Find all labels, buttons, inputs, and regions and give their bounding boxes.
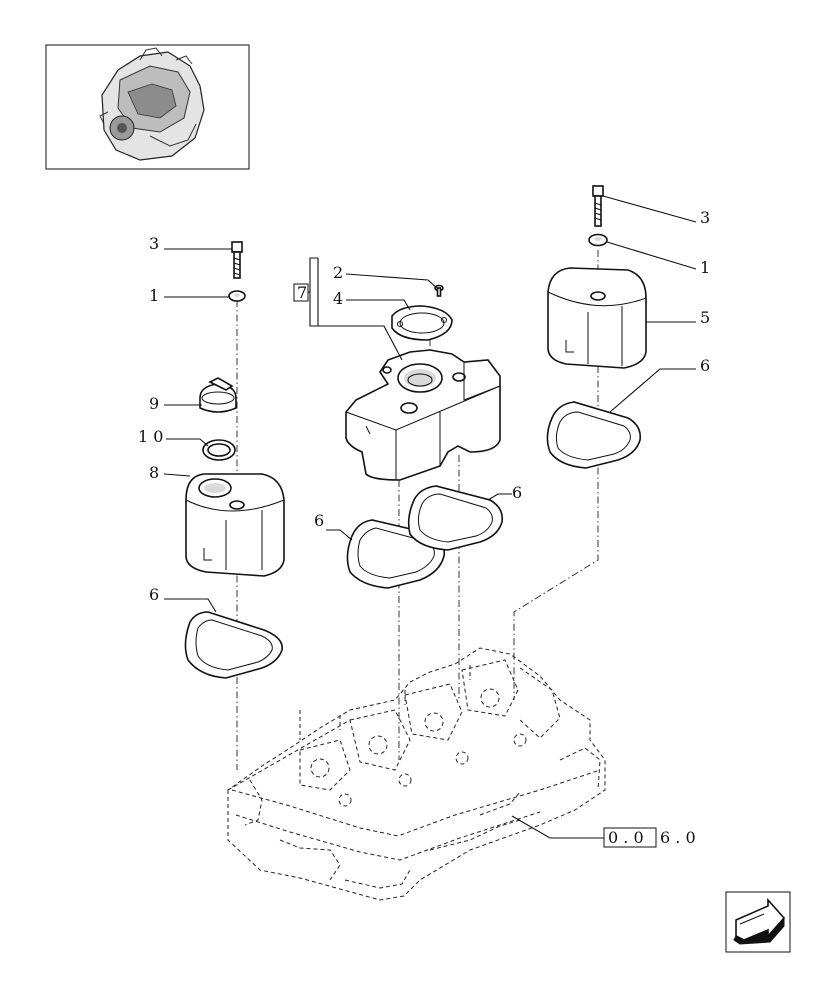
engine-thumbnail[interactable] bbox=[45, 44, 250, 170]
callout-oil-cap: 9 bbox=[149, 394, 159, 413]
callout-right-washer: 1 bbox=[700, 258, 710, 277]
breather-rocker-cover bbox=[345, 349, 501, 481]
callout-left-bolt: 3 bbox=[149, 234, 159, 253]
callout-right-gasket: 6 bbox=[700, 356, 710, 375]
right-bolt bbox=[592, 185, 604, 227]
callout-mid-gasket-right: 6 bbox=[512, 483, 522, 502]
leader-lines bbox=[163, 195, 697, 839]
callout-screw: 2 bbox=[333, 263, 343, 282]
callout-left-cover: 8 bbox=[149, 463, 159, 482]
callout-mid-gasket-left: 6 bbox=[314, 511, 324, 530]
reference-boxed-text: 0 . 0 bbox=[608, 828, 644, 847]
callout-cap-seal: 1 0 bbox=[138, 427, 163, 446]
mid-gasket-right bbox=[407, 485, 504, 551]
callout-right-bolt: 3 bbox=[700, 208, 710, 227]
reference-suffix-text: 6 . 0 bbox=[660, 828, 696, 847]
left-washer bbox=[228, 290, 246, 302]
left-gasket bbox=[184, 611, 283, 679]
reference-box bbox=[603, 827, 657, 848]
screw bbox=[434, 284, 444, 297]
right-gasket bbox=[546, 401, 642, 469]
callout-left-gasket: 6 bbox=[149, 585, 159, 604]
right-rocker-cover bbox=[547, 267, 647, 369]
engine-thumbnail-icon bbox=[99, 47, 205, 161]
left-bolt bbox=[231, 241, 243, 279]
callout-flange-seal: 4 bbox=[333, 289, 343, 308]
flange-seal bbox=[391, 305, 453, 341]
callout-labels: 3 1 9 1 0 8 6 7 2 4 6 6 3 1 5 6 bbox=[138, 208, 710, 604]
left-rocker-cover bbox=[185, 473, 285, 577]
group-ref-box bbox=[293, 283, 309, 302]
callout-group-ref: 7 bbox=[297, 283, 307, 302]
cylinder-head-phantom bbox=[227, 647, 606, 901]
callout-left-washer: 1 bbox=[149, 286, 159, 305]
callout-right-cover: 5 bbox=[700, 308, 710, 327]
oil-filler-cap bbox=[199, 377, 237, 413]
right-washer bbox=[588, 233, 608, 247]
next-page-button[interactable] bbox=[725, 891, 791, 953]
next-page-arrow-icon bbox=[733, 897, 786, 945]
cross-reference[interactable]: 0 . 0 6 . 0 bbox=[603, 827, 696, 848]
cap-seal-ring bbox=[202, 439, 236, 461]
